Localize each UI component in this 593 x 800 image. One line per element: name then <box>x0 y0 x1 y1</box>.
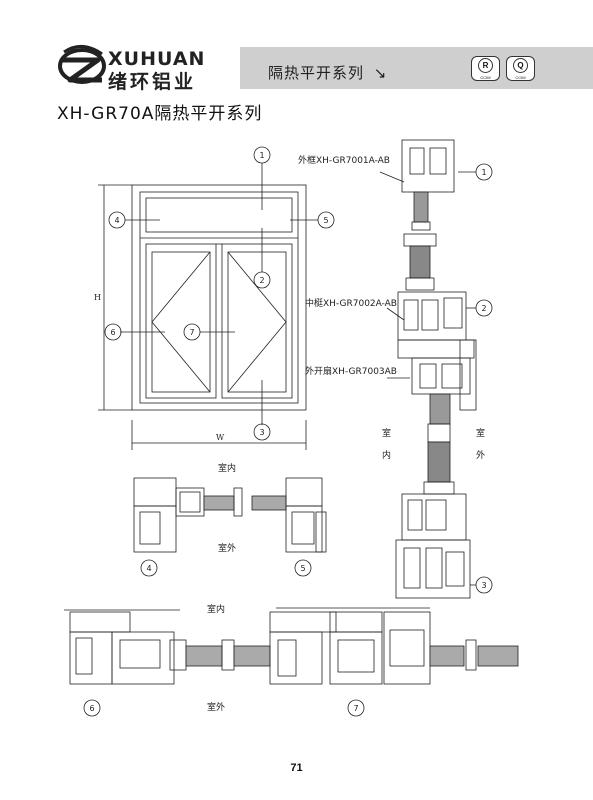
width-dimension-label: W <box>216 433 225 442</box>
section-callout-7: 7 <box>353 704 358 713</box>
callout-1: 1 <box>259 151 264 160</box>
certification-r-icon: R CCIM <box>471 56 500 81</box>
section-callout-2: 2 <box>481 304 486 313</box>
page-title: XH-GR70A隔热平开系列 <box>57 104 263 124</box>
callout-4: 4 <box>114 216 119 225</box>
brand-name-en: XUHUAN <box>108 48 206 70</box>
callout-7: 7 <box>189 328 194 337</box>
callout-numbers: 1 2 3 4 5 6 7 1 2 3 4 5 6 7 <box>89 151 486 713</box>
section-4-5-profile <box>133 477 327 577</box>
outer-frame-label: 外框XH-GR7001A-AB <box>298 154 390 166</box>
height-dimension-label: H <box>94 293 101 302</box>
outdoor-label-4-5: 室外 <box>218 542 236 554</box>
indoor-label-4-5: 室内 <box>218 462 236 474</box>
section-callout-3: 3 <box>481 581 486 590</box>
mullion-label: 中梃XH-GR7002A-AB <box>305 297 397 309</box>
section-callout-6: 6 <box>89 704 94 713</box>
outdoor-label-6-7: 室外 <box>207 701 225 713</box>
xuhuan-logo-icon <box>58 45 106 84</box>
vertical-section-profile <box>379 139 493 599</box>
indoor-vertical-2: 内 <box>382 449 391 461</box>
indoor-vertical-1: 室 <box>382 427 391 439</box>
arrow-icon: ↘ <box>373 64 388 82</box>
outdoor-vertical-1: 室 <box>476 427 485 439</box>
page-number: 71 <box>290 762 303 774</box>
outdoor-vertical-2: 外 <box>476 449 485 461</box>
callout-6: 6 <box>110 328 115 337</box>
outer-sash-label: 外开扇XH-GR7003AB <box>305 365 397 377</box>
certification-q-icon: Q CCIM <box>506 56 535 81</box>
section-callout-5: 5 <box>300 564 305 573</box>
page-header: XUHUAN 绪环铝业 隔热平开系列 ↘ R CCIM Q CCIM <box>0 0 593 93</box>
section-6-7-profile <box>64 607 519 717</box>
section-callout-1: 1 <box>481 168 486 177</box>
series-label: 隔热平开系列 ↘ <box>268 64 388 82</box>
window-elevation <box>98 146 335 450</box>
brand-name-cn: 绪环铝业 <box>108 71 197 93</box>
section-callout-4: 4 <box>146 564 151 573</box>
callout-2: 2 <box>259 276 264 285</box>
indoor-label-6-7: 室内 <box>207 603 225 615</box>
callout-5: 5 <box>323 216 328 225</box>
callout-3: 3 <box>259 428 264 437</box>
